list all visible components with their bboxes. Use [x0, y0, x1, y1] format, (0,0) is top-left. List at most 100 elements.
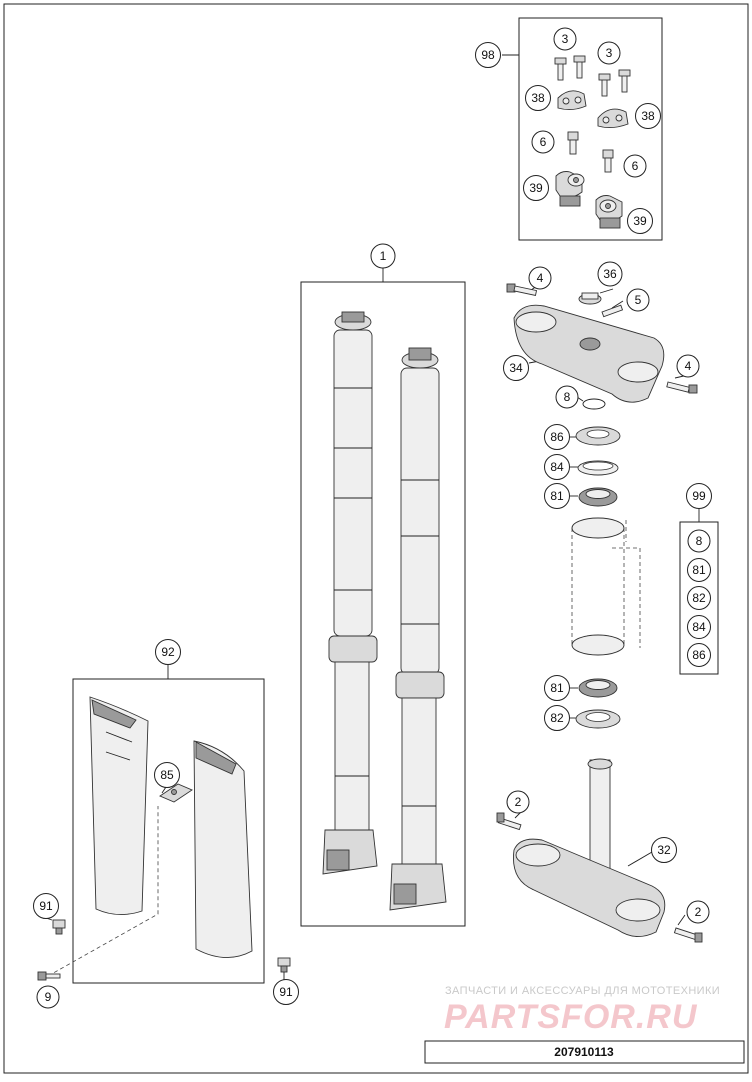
- cap-36-icon: [578, 292, 602, 305]
- svg-text:85: 85: [160, 768, 174, 782]
- svg-text:98: 98: [481, 48, 495, 62]
- callout-34: 34: [503, 355, 529, 381]
- callout-82c: 82: [544, 705, 570, 731]
- seal-82-icon: [575, 709, 621, 729]
- svg-text:86: 86: [550, 430, 564, 444]
- svg-text:81: 81: [550, 489, 564, 503]
- callout-2b: 2: [686, 900, 710, 924]
- right-fork-leg-icon: [389, 347, 447, 911]
- watermark-subtitle: ЗАПЧАСТИ И АКСЕССУАРЫ ДЛЯ МОТОТЕХНИКИ: [445, 985, 720, 997]
- svg-text:2: 2: [695, 905, 702, 919]
- riser-39a-icon: [555, 171, 585, 207]
- clamp-38a-icon: [557, 90, 587, 111]
- svg-text:91: 91: [279, 985, 293, 999]
- callout-84a: 84: [544, 454, 570, 480]
- bolt-2b-icon: [673, 927, 703, 943]
- callout-1: 1: [370, 243, 396, 269]
- svg-text:39: 39: [529, 181, 543, 195]
- bolt-3b-icon: [598, 69, 631, 97]
- bolt-3a-icon: [554, 55, 586, 81]
- svg-text:34: 34: [509, 361, 523, 375]
- svg-text:3: 3: [606, 46, 613, 60]
- callout-81a: 81: [544, 483, 570, 509]
- dust-seal-86-icon: [575, 426, 621, 446]
- left-fork-leg-icon: [322, 311, 378, 875]
- svg-text:92: 92: [161, 645, 175, 659]
- bolt-2a-icon: [496, 812, 522, 831]
- svg-text:32: 32: [657, 843, 671, 857]
- svg-text:9: 9: [45, 990, 52, 1004]
- svg-text:81: 81: [692, 563, 706, 577]
- riser-39b-icon: [595, 195, 623, 229]
- callout-38a: 38: [525, 85, 551, 111]
- callout-98: 98: [475, 42, 501, 68]
- callout-86a: 86: [544, 424, 570, 450]
- callout-85: 85: [154, 762, 180, 788]
- callout-3a: 3: [553, 27, 577, 51]
- steering-head-tube-icon: [571, 517, 641, 656]
- callout-99: 99: [686, 483, 712, 509]
- svg-text:2: 2: [515, 795, 522, 809]
- svg-text:8: 8: [696, 534, 703, 548]
- screw-91b-icon: [277, 957, 291, 973]
- seal-ring-84-icon: [577, 460, 619, 476]
- callout-38b: 38: [635, 103, 661, 129]
- kit-99-frame: [679, 521, 719, 675]
- outer-border: [3, 3, 749, 1074]
- callout-36: 36: [597, 261, 623, 287]
- svg-text:39: 39: [633, 214, 647, 228]
- callout-91b: 91: [273, 979, 299, 1005]
- kit-98-frame: [518, 17, 663, 241]
- svg-text:81: 81: [550, 681, 564, 695]
- callout-3b: 3: [597, 41, 621, 65]
- svg-text:4: 4: [537, 271, 544, 285]
- svg-text:38: 38: [641, 109, 655, 123]
- callout-91a: 91: [33, 893, 59, 919]
- bolt-6a-icon: [567, 131, 579, 155]
- bolt-5-icon: [601, 304, 624, 318]
- svg-text:82: 82: [550, 711, 564, 725]
- drawing-number: 207910113: [554, 1045, 614, 1059]
- callout-4a: 4: [528, 266, 552, 290]
- bolt-4a-icon: [506, 283, 538, 296]
- svg-text:84: 84: [692, 620, 706, 634]
- svg-text:8: 8: [564, 390, 571, 404]
- svg-text:5: 5: [635, 293, 642, 307]
- callout-5: 5: [626, 288, 650, 312]
- callout-39a: 39: [523, 175, 549, 201]
- fork-guard-left-icon: [89, 696, 149, 915]
- screw-9-icon: [37, 971, 61, 981]
- watermark-logo: PARTSFOR.RU: [444, 998, 698, 1036]
- fork-group-frame: [300, 281, 466, 927]
- svg-text:3: 3: [562, 32, 569, 46]
- callout-6b: 6: [623, 154, 647, 178]
- callout-84b: 84: [687, 615, 711, 639]
- bracket-85-icon: [159, 783, 193, 803]
- screw-91a-icon: [52, 919, 66, 935]
- lower-triple-clamp-icon: [512, 758, 666, 937]
- callout-81b: 81: [687, 558, 711, 582]
- callout-39b: 39: [627, 208, 653, 234]
- callout-86b: 86: [687, 643, 711, 667]
- svg-text:36: 36: [603, 267, 617, 281]
- callout-8a: 8: [555, 385, 579, 409]
- fork-guard-right-icon: [193, 740, 253, 958]
- upper-triple-clamp-icon: [513, 304, 665, 403]
- fork-guard-group-frame: [72, 678, 265, 984]
- svg-text:86: 86: [692, 648, 706, 662]
- bolt-6b-icon: [602, 149, 614, 173]
- svg-text:6: 6: [632, 159, 639, 173]
- svg-text:84: 84: [550, 460, 564, 474]
- drawing-number-box: [424, 1040, 745, 1064]
- callout-9: 9: [36, 985, 60, 1009]
- callout-81c: 81: [544, 675, 570, 701]
- clamp-38b-icon: [597, 108, 629, 129]
- bolt-4b-icon: [666, 381, 698, 394]
- o-ring-8-icon: [582, 398, 606, 410]
- callout-82b: 82: [687, 586, 711, 610]
- svg-text:4: 4: [685, 359, 692, 373]
- callout-8b: 8: [687, 529, 711, 553]
- svg-text:6: 6: [540, 135, 547, 149]
